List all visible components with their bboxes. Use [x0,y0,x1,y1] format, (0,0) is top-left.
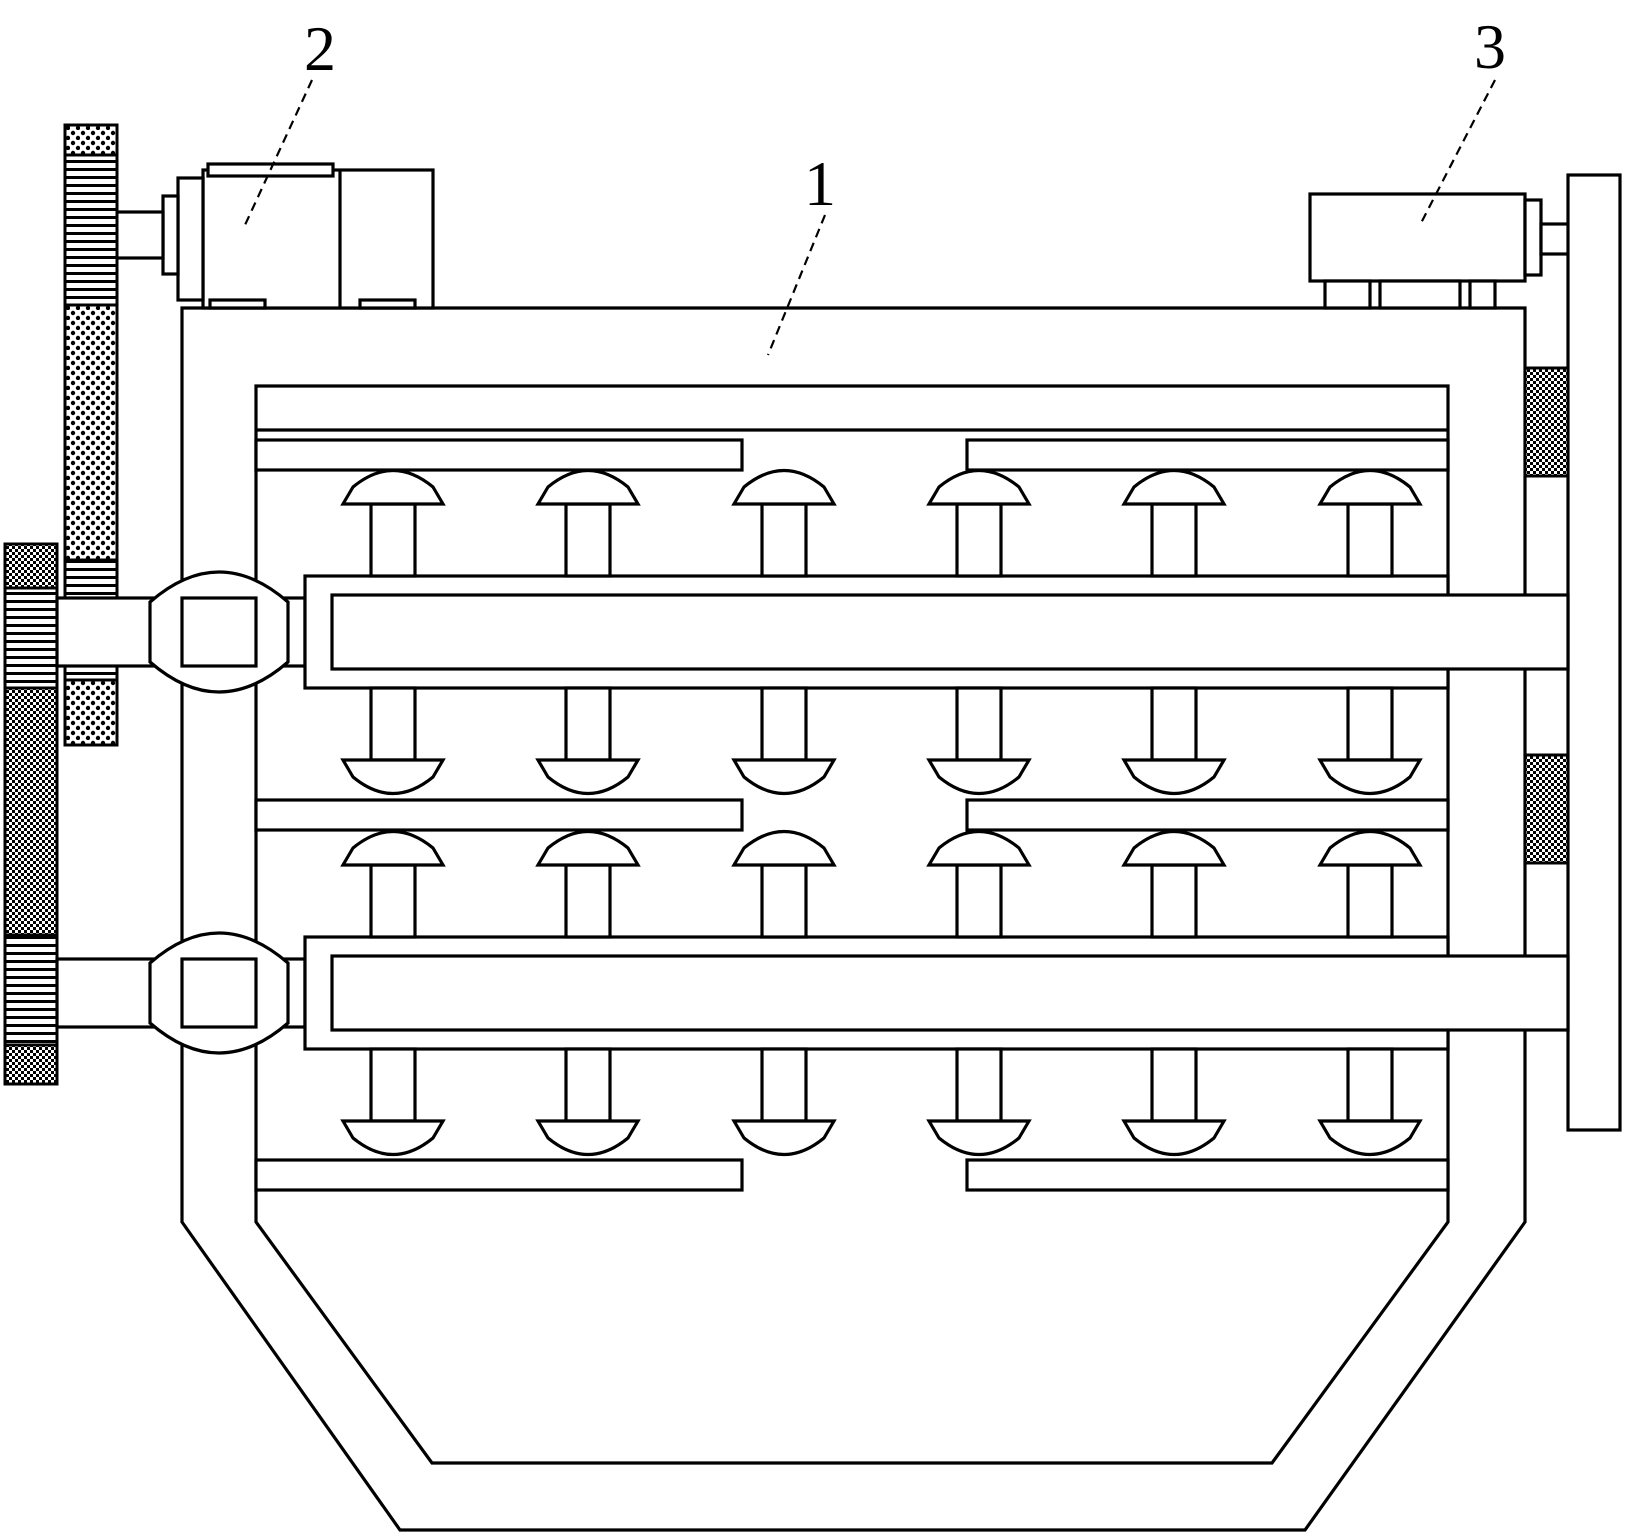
callout-leader-1 [766,214,827,356]
paddle-stem [1346,502,1394,578]
paddle-head [1121,1119,1227,1157]
paddle-stem [369,502,417,578]
paddle-head [535,468,641,506]
paddle-head [1317,468,1423,506]
paddle-head [1317,829,1423,867]
paddle-stem [564,502,612,578]
baffles [254,438,1450,1192]
paddle-stem [1150,863,1198,939]
callout-leader-3 [1419,79,1496,226]
paddle-head [340,829,446,867]
paddle-head [926,829,1032,867]
paddle-stem [564,686,612,762]
paddle-stem [1346,686,1394,762]
paddle-stem [955,863,1003,939]
callouts: 1 2 3 [244,11,1506,356]
paddle-stem [955,686,1003,762]
paddle-stem [760,863,808,939]
paddle-head [340,468,446,506]
paddle-head [731,829,837,867]
paddle-head [731,468,837,506]
paddle-stem [955,1047,1003,1123]
wall-seal [180,957,258,1029]
paddle-head [1121,468,1227,506]
callout-label-2: 2 [304,13,336,84]
paddle-head [535,1119,641,1157]
paddle-stem [955,502,1003,578]
paddle-stem [369,863,417,939]
paddle-stem [1346,863,1394,939]
paddle-head [926,758,1032,796]
paddle-head [1121,758,1227,796]
paddle-stem [564,863,612,939]
housing [180,306,1527,1532]
paddle-head [535,829,641,867]
paddle-stem [1150,1047,1198,1123]
paddle-stem [1150,686,1198,762]
callout-label-3: 3 [1474,11,1506,82]
paddle-head [731,1119,837,1157]
shaft-gears [3,542,59,1086]
paddle-head [340,1119,446,1157]
paddle-stem [1150,502,1198,578]
wall-seal [180,596,258,668]
paddle-stem [760,1047,808,1123]
rotor-shaft [330,954,1570,1032]
paddle-stem [760,502,808,578]
paddle-head [926,1119,1032,1157]
paddle-stem [564,1047,612,1123]
paddle-head [1317,1119,1423,1157]
callout-leader-2 [244,79,313,226]
rotor-assemblies [55,468,1570,1157]
paddle-head [1317,758,1423,796]
paddle-stem [369,1047,417,1123]
paddle-head [1121,829,1227,867]
motor [113,162,435,310]
paddle-head [340,758,446,796]
paddle-stem [369,686,417,762]
rotor-shaft [330,593,1570,671]
paddle-head [926,468,1032,506]
paddle-stem [1346,1047,1394,1123]
paddle-head [535,758,641,796]
paddle-stem [760,686,808,762]
paddle-head [731,758,837,796]
callout-label-1: 1 [804,148,836,219]
side-drive [1308,173,1622,1132]
